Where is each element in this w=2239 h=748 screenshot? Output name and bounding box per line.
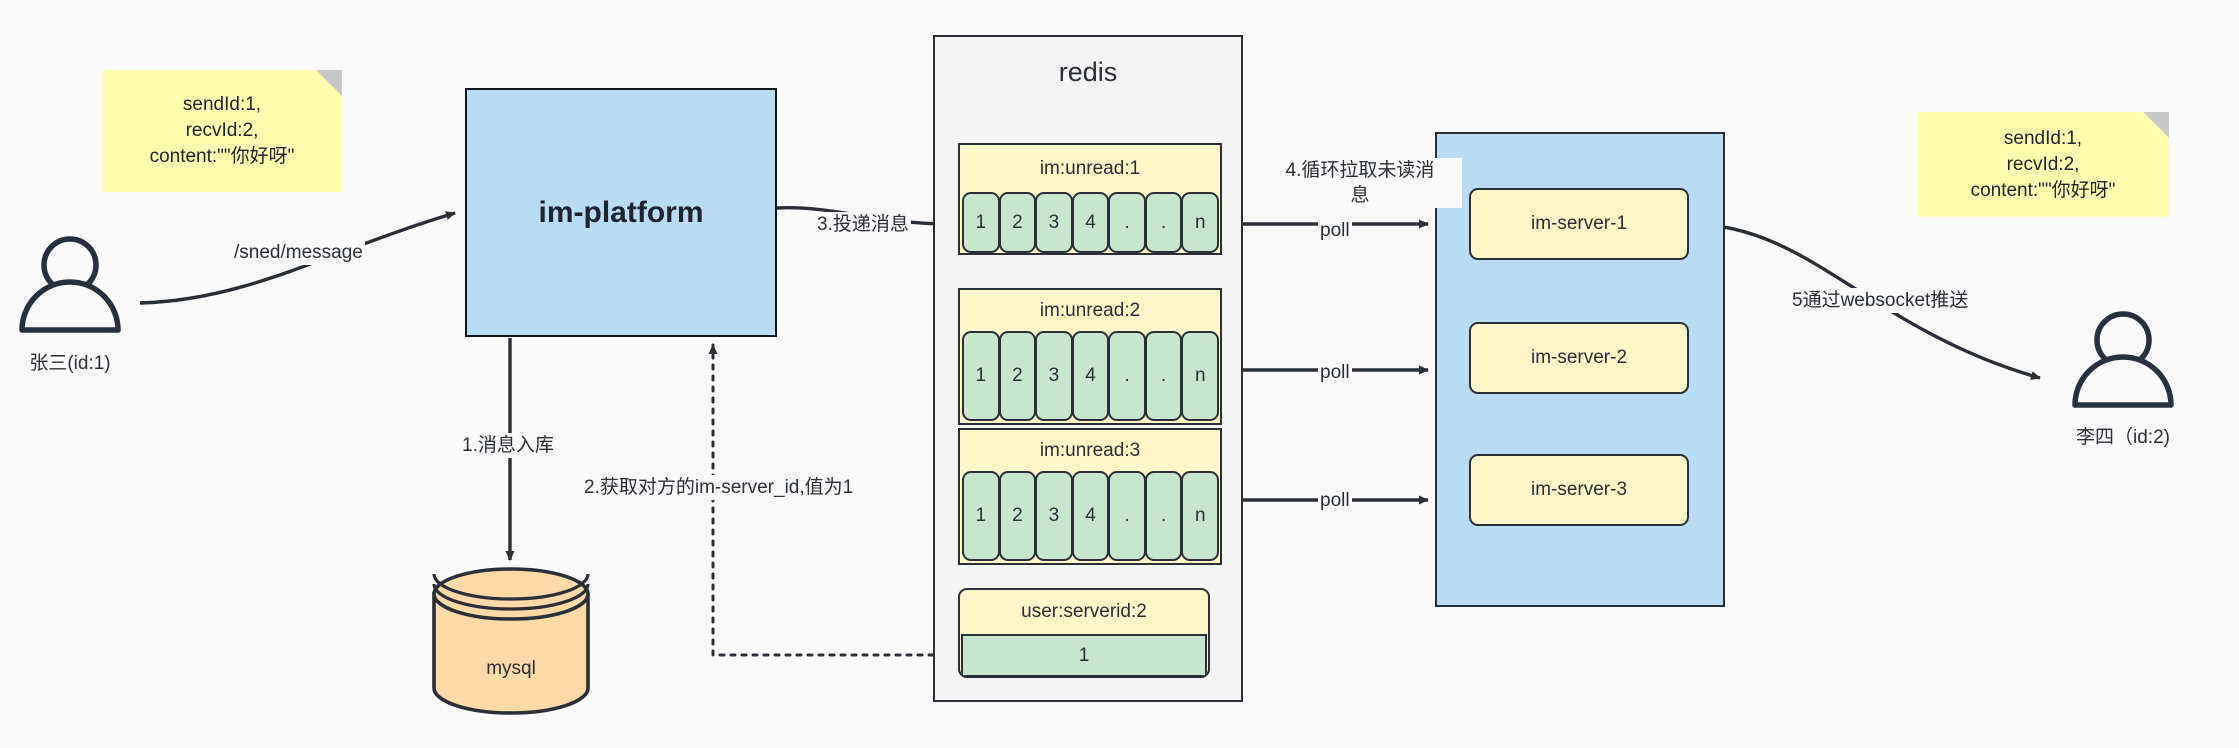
actor-sender-glyph	[19, 236, 121, 333]
redis-group-key-3: im:unread:3	[1039, 439, 1141, 461]
redis-group-im-unread-1[interactable]: im:unread:1 1 2 3 4 . . n	[958, 143, 1222, 255]
actor-sender-label: 张三(id:1)	[29, 353, 111, 374]
im-server-2-box[interactable]: im-server-2	[1469, 322, 1689, 394]
edge-label-step4: 4.循环拉取未读消 息	[1258, 158, 1462, 208]
edge-label-send-message: /sned/message	[232, 240, 365, 265]
redis-cell: 4	[1071, 471, 1110, 561]
im-server-2-label: im-server-2	[1530, 347, 1628, 368]
redis-cell: .	[1144, 331, 1183, 421]
redis-cell: .	[1108, 192, 1146, 253]
note-fold-icon	[2143, 112, 2169, 138]
redis-group-im-unread-2[interactable]: im:unread:2 1 2 3 4 . . n	[958, 288, 1222, 425]
redis-cell: n	[1181, 331, 1220, 421]
redis-cell: 3	[1035, 471, 1073, 561]
edge-step2	[708, 343, 957, 657]
redis-cell: 4	[1071, 331, 1110, 421]
im-server-1-label: im-server-1	[1530, 213, 1628, 234]
im-platform-box[interactable]: im-platform	[465, 88, 777, 337]
note-right: sendId:1, recvId:2, content:""你好呀"	[1917, 112, 2169, 217]
redis-cell: 3	[1035, 331, 1073, 421]
redis-cell: 2	[998, 471, 1037, 561]
note-fold-icon	[316, 70, 342, 96]
actor-receiver-glyph	[2072, 311, 2174, 408]
edge-label-step5: 5通过websocket推送	[1790, 288, 1971, 313]
edge-label-step2: 2.获取对方的im-server_id,值为1	[582, 475, 856, 500]
edge-label-poll-2: poll	[1318, 360, 1352, 385]
redis-cell: 2	[998, 331, 1037, 421]
redis-map-value: 1	[961, 634, 1207, 676]
edge-label-poll-1: poll	[1318, 218, 1352, 243]
im-platform-label: im-platform	[538, 195, 704, 229]
redis-map-user-serverid[interactable]: user:serverid:2 1	[958, 588, 1210, 678]
edge-label-step1: 1.消息入库	[460, 433, 556, 458]
note-right-text: sendId:1, recvId:2, content:""你好呀"	[1970, 127, 2116, 201]
redis-group-key-2: im:unread:2	[1039, 299, 1141, 321]
actor-receiver-label: 李四（id:2)	[2076, 427, 2170, 448]
note-left: sendId:1, recvId:2, content:""你好呀"	[102, 70, 342, 192]
redis-cell: .	[1108, 471, 1146, 561]
redis-cell: 1	[962, 331, 1000, 421]
redis-cells-2: 1 2 3 4 . . n	[960, 331, 1220, 423]
redis-group-im-unread-3[interactable]: im:unread:3 1 2 3 4 . . n	[958, 428, 1222, 565]
redis-cell: 2	[998, 192, 1037, 253]
im-server-1-box[interactable]: im-server-1	[1469, 188, 1689, 260]
redis-cell: n	[1181, 192, 1220, 253]
redis-cells-3: 1 2 3 4 . . n	[960, 471, 1220, 563]
edge-label-step3: 3.投递消息	[815, 212, 911, 237]
redis-cell: 3	[1035, 192, 1073, 253]
redis-title: redis	[1058, 57, 1118, 87]
im-server-3-box[interactable]: im-server-3	[1469, 454, 1689, 526]
redis-cell: n	[1181, 471, 1220, 561]
redis-cells-1: 1 2 3 4 . . n	[960, 192, 1220, 253]
redis-group-key-1: im:unread:1	[1039, 157, 1141, 179]
redis-cell: 1	[962, 192, 1000, 253]
redis-map-key: user:serverid:2	[1021, 601, 1147, 622]
database-cylinder-glyph	[432, 567, 590, 715]
note-left-text: sendId:1, recvId:2, content:""你好呀"	[149, 94, 295, 167]
redis-cell: 4	[1071, 192, 1110, 253]
edge-label-poll-3: poll	[1318, 488, 1352, 513]
redis-cell: .	[1108, 331, 1146, 421]
redis-cell: 1	[962, 471, 1000, 561]
redis-cell: .	[1144, 471, 1183, 561]
im-server-3-label: im-server-3	[1530, 479, 1628, 500]
database-label: mysql	[486, 658, 536, 679]
redis-cell: .	[1144, 192, 1183, 253]
